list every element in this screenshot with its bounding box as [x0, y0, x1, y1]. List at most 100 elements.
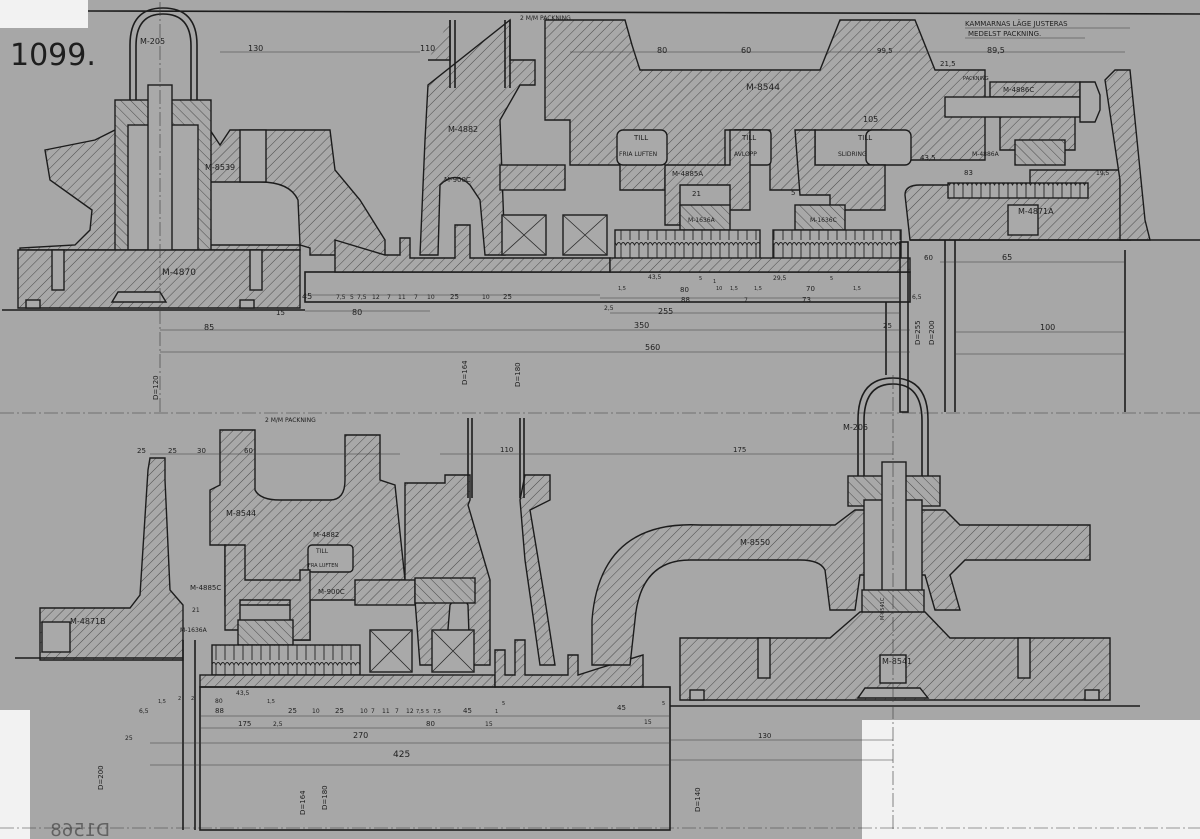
dimension-label: 2,5	[604, 305, 614, 312]
dimension-label: 10	[427, 294, 435, 301]
dimension-label: 99,5	[877, 47, 893, 55]
dimension-label: 80	[657, 46, 667, 55]
dimension-label: 10	[360, 708, 368, 715]
diameter-label: D=200	[928, 320, 936, 345]
diameter-label: D=164	[461, 360, 469, 385]
dimension-label: 1,5	[730, 286, 738, 292]
dimension-label: 270	[353, 731, 368, 740]
dimension-label: 45	[617, 704, 626, 712]
dimension-label: 2	[178, 696, 181, 702]
dimension-label: 73	[802, 296, 811, 304]
dimension-label: 5	[830, 276, 833, 282]
dimension-label: 350	[634, 321, 649, 330]
dimension-label: 11	[398, 294, 406, 301]
dimension-label: 255	[658, 307, 673, 316]
part-label: M-205	[843, 423, 868, 432]
dimension-label: 11	[382, 708, 390, 715]
part-label: M-8544	[746, 83, 780, 93]
dimension-label: 25	[503, 293, 512, 301]
dimension-label: 105	[863, 115, 878, 124]
dimension-label: 6,5	[139, 708, 149, 715]
port-label: FRIA LUFTEN	[619, 151, 657, 158]
dimension-label: 2	[191, 696, 194, 702]
dimension-label: 45	[302, 292, 312, 301]
dimension-label: 1,5	[267, 699, 275, 705]
dimension-label: 7	[371, 708, 375, 715]
dimension-label: 83	[964, 169, 973, 177]
dimension-label: 25	[168, 447, 177, 455]
border-line	[87, 10, 1200, 15]
part-label: M-900C	[444, 176, 471, 184]
part-label: M-8541	[882, 657, 912, 666]
dimension-label: 5	[662, 701, 665, 707]
dimension-label: 175	[238, 720, 251, 728]
bottom-section-view	[15, 375, 1140, 831]
dimension-label: 1,5	[158, 699, 166, 705]
dimension-label: 60	[924, 254, 933, 262]
dimension-label: 15	[644, 719, 652, 726]
dimension-label: 43,5	[920, 154, 936, 162]
dimension-label: 7,5	[416, 709, 424, 715]
dimension-label: 80	[352, 308, 362, 317]
dimension-label: 30	[197, 447, 206, 455]
dimension-label: 1	[713, 279, 716, 285]
dimension-label: 6,5	[912, 294, 922, 301]
dimension-label: 21	[192, 607, 200, 614]
dimension-label: 2,5	[273, 721, 283, 728]
dimension-label: 5	[426, 709, 429, 715]
dimension-label: 80	[215, 698, 223, 705]
dimension-label: 43,5	[236, 690, 250, 697]
dimension-label: 19,5	[1096, 170, 1110, 177]
dimension-label: 1,5	[853, 286, 861, 292]
part-label: M-4885A	[672, 170, 703, 178]
dimension-label: 425	[393, 750, 410, 760]
dimension-label: 21	[692, 190, 701, 198]
note-label: PACKNING	[963, 76, 989, 82]
dimension-label: 60	[244, 447, 253, 455]
part-label: M-205	[140, 37, 165, 46]
dimension-label: 130	[248, 44, 263, 53]
dimension-label: 7	[395, 708, 399, 715]
note-label: KAMMARNAS LÄGE JUSTERAS	[965, 19, 1068, 28]
dimension-label: 110	[500, 446, 513, 454]
archive-stamp: D1568	[50, 820, 110, 839]
port-label: AVLOPP	[734, 151, 757, 158]
dimension-label: 85	[204, 323, 214, 332]
dimension-label: 25	[125, 735, 133, 742]
dimension-label: 7,5	[433, 709, 441, 715]
part-label: M-1636C	[810, 217, 837, 224]
part-label: M-4882	[448, 125, 478, 134]
port-label: TILL	[741, 134, 756, 142]
dimension-label: 15	[276, 309, 285, 317]
dimension-label: 25	[288, 707, 297, 715]
part-label: M-4882	[313, 531, 339, 539]
part-label: M-8539	[205, 163, 235, 172]
dimension-label: 60	[741, 46, 751, 55]
dimension-label: 15	[485, 721, 493, 728]
dimension-label: 25	[883, 322, 892, 330]
part-label: M-4886C	[1003, 86, 1034, 94]
dimension-label: 80	[426, 720, 435, 728]
dimension-label: 100	[1040, 323, 1055, 332]
dimension-label: 88	[215, 707, 224, 715]
port-label: TILL	[857, 134, 872, 142]
dimension-label: 7,5	[357, 294, 367, 301]
dimension-label: 1,5	[618, 286, 626, 292]
dimension-label: 5	[699, 276, 702, 282]
part-label: M-1636A	[688, 217, 716, 224]
part-label: M-4871A	[1018, 207, 1054, 216]
note-label: 2 M/M PACKNING	[520, 15, 571, 22]
port-label: FRA LUFTEN	[308, 563, 338, 569]
part-label: M-900C	[318, 588, 345, 596]
dimension-label: 5	[502, 701, 505, 707]
dimension-label: 70	[806, 285, 815, 293]
dimension-label: 65	[1002, 253, 1012, 262]
diameter-label: D=180	[321, 785, 329, 810]
top-section-view	[2, 2, 1200, 413]
dimension-label: 10	[482, 294, 490, 301]
dimension-label: 5	[791, 189, 795, 197]
part-label: M-8544	[226, 509, 256, 518]
dimension-label: 5	[350, 294, 354, 301]
